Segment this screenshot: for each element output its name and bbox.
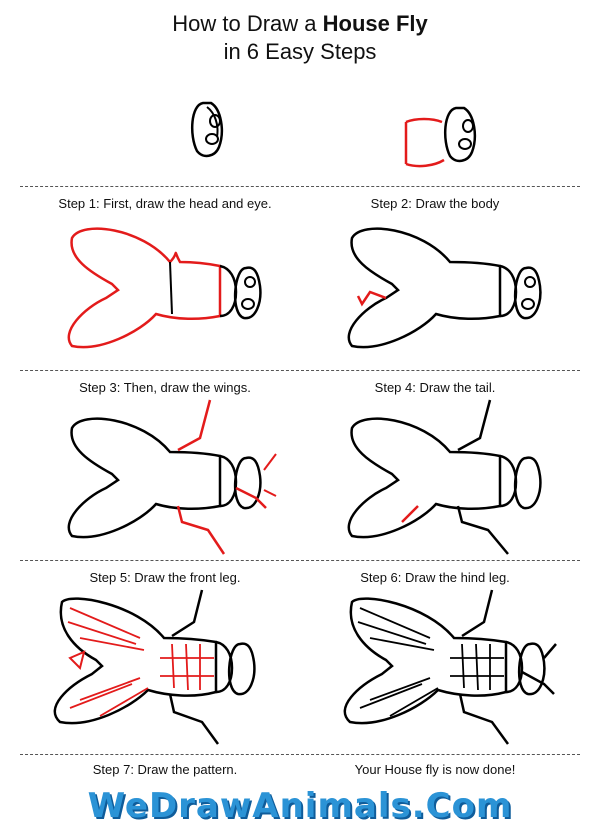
step-caption-2: Step 2: Draw the body: [370, 196, 500, 211]
drawing-pattern: [40, 588, 280, 748]
divider: [20, 186, 580, 187]
title-prefix: How to Draw a: [172, 11, 323, 36]
drawing-legs-step4: [340, 398, 560, 558]
step-caption-4: Step 4: Draw the tail.: [374, 380, 496, 395]
drawing-wings-outline: [60, 222, 270, 362]
step-caption-1: Step 1: First, draw the head and eye.: [58, 196, 272, 211]
site-logo[interactable]: WeDrawAnimals.Com: [87, 786, 513, 826]
page-title: How to Draw a House Fly: [0, 10, 600, 38]
step-caption-5: Step 5: Draw the front leg.: [89, 570, 241, 585]
page-subtitle: in 6 Easy Steps: [0, 38, 600, 66]
final-caption: Your House fly is now done!: [354, 762, 516, 777]
drawing-complete: [330, 588, 570, 748]
title-bold: House Fly: [322, 11, 428, 36]
step-caption-7: Step 7: Draw the pattern.: [92, 762, 238, 777]
step-caption-6: Step 6: Draw the hind leg.: [360, 570, 510, 585]
drawing-head: [185, 95, 245, 165]
divider: [20, 370, 580, 371]
drawing-legs-step3: [60, 398, 280, 558]
drawing-wings-complete: [340, 222, 550, 362]
drawing-head-body: [398, 100, 488, 172]
subtitle-text: in 6 Easy Steps: [223, 39, 377, 64]
divider: [20, 754, 580, 755]
divider: [20, 560, 580, 561]
step-caption-3: Step 3: Then, draw the wings.: [79, 380, 251, 395]
